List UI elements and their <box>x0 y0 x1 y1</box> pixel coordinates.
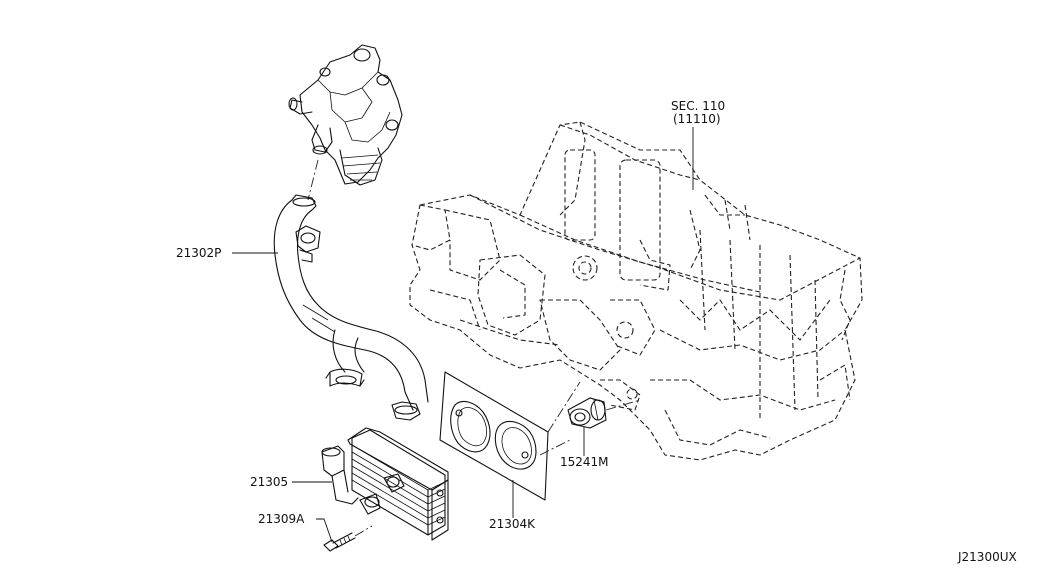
section-sub-label: (11110) <box>673 112 721 126</box>
coolant-hose <box>273 194 429 421</box>
oil-cooler <box>321 427 449 541</box>
part-label-oil-cooler: 21305 <box>250 475 288 489</box>
part-label-connector: 15241M <box>560 455 609 469</box>
assembly-line-gasket <box>547 381 581 433</box>
part-label-hose: 21302P <box>176 246 221 260</box>
assembly-line-housing <box>307 159 319 201</box>
water-outlet-housing <box>288 44 403 186</box>
section-ref-label: SEC. 110 <box>671 99 725 113</box>
part-label-bolt: 21309A <box>258 512 305 526</box>
oil-filter-connector <box>567 397 607 429</box>
assembly-line-bolt <box>354 525 373 537</box>
diagram-code: J21300UX <box>957 550 1017 564</box>
gasket-plate <box>439 371 549 501</box>
leader-lines <box>232 127 694 543</box>
assembly-line-connector <box>605 399 641 411</box>
assembly-line-gasket-2 <box>539 439 571 456</box>
bolt <box>323 532 356 552</box>
engine-block <box>409 121 863 461</box>
part-label-gasket: 21304K <box>489 517 536 531</box>
